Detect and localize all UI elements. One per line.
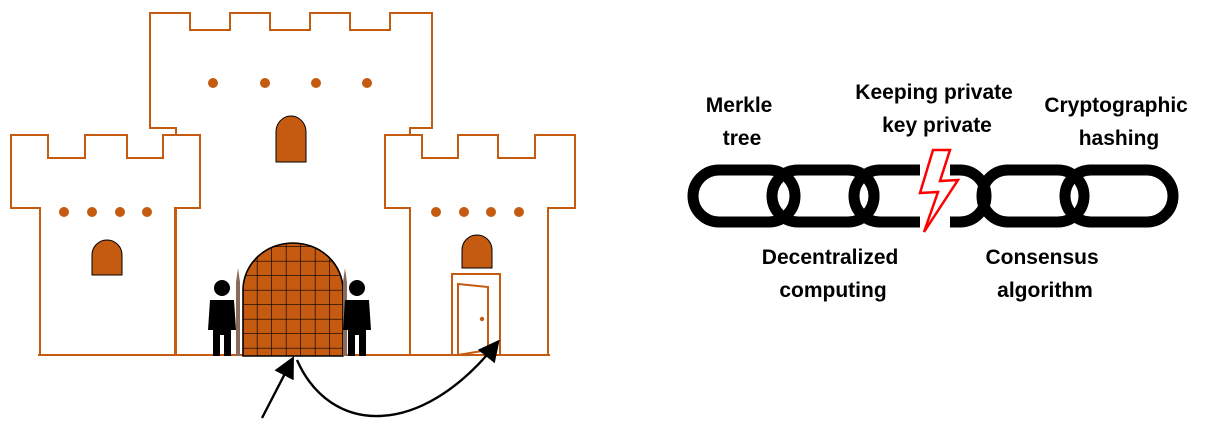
label-consensus-algorithm: Consensus algorithm (985, 246, 1104, 302)
guard-person-icon (343, 280, 371, 356)
decor-dots-central (208, 78, 372, 88)
guard-person-icon (208, 280, 236, 356)
chain-link (848, 164, 920, 228)
label-cryptographic-hashing: Cryptographic hashing (1044, 94, 1193, 150)
label-merkle-tree: Merkle tree (706, 94, 778, 150)
chain-link-icon (687, 164, 1179, 228)
window-left (91, 239, 123, 276)
label-keeping-private-key-private: Keeping private key private (855, 81, 1018, 137)
lightning-bolt-icon (918, 148, 961, 233)
label-decentralized-computing: Decentralized computing (762, 246, 904, 302)
curved-arrow-icon (295, 339, 500, 418)
decor-dots-right (431, 207, 524, 217)
castle-central-tower (149, 12, 433, 355)
curved-arrow-icon (260, 356, 294, 419)
window-right (461, 234, 493, 269)
window-central (275, 115, 307, 163)
chain-link (950, 164, 960, 228)
chain-link (687, 164, 801, 228)
decor-dots-left (59, 207, 152, 217)
chain-link (1059, 164, 1179, 228)
castle-icon (10, 12, 576, 357)
open-side-door-icon (451, 273, 501, 357)
portcullis-gate-icon (242, 242, 344, 357)
spear-left (236, 268, 240, 356)
